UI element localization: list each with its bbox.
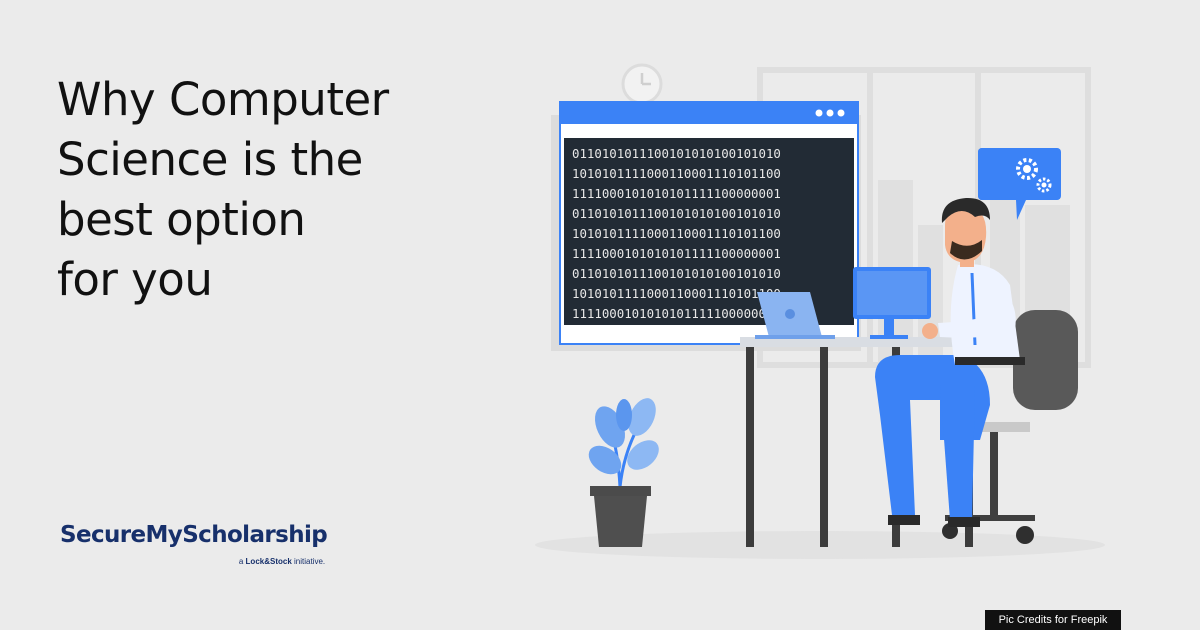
headline-line-4: for you [57,253,213,306]
binary-code: 0110101011100101010100101010 10101011110… [572,146,781,321]
binary-row: 1111000101010101111100000001 [572,186,781,201]
page-title: Why Computer Science is the best option … [57,70,389,310]
image-credits: Pic Credits for Freepik [985,610,1121,630]
brand-tagline-suffix: initiative. [291,557,326,566]
gear-icon [978,148,1061,220]
laptop-icon [755,292,835,339]
headline-line-2: Science is the [57,133,363,186]
binary-row: 1010101111000110001110101100 [572,166,781,181]
developer-illustration: 0110101011100101010100101010 10101011110… [535,63,1105,559]
monitor-icon [853,267,931,339]
brand-tagline-prefix: a [238,557,246,566]
binary-row: 1010101111000110001110101100 [572,286,781,301]
person-illustration [875,197,1025,527]
binary-row: 0110101011100101010100101010 [572,146,781,161]
brand-name: SecureMyScholarship [60,522,328,548]
clock-icon [621,63,663,105]
plant-icon [588,398,659,547]
headline-line-3: best option [57,193,306,246]
binary-row: 0110101011100101010100101010 [572,206,781,221]
headline-line-1: Why Computer [57,73,389,126]
office-chair-icon [942,310,1078,544]
binary-row: 1111000101010101111100000001 [572,246,781,261]
brand-tagline-brand: Lock&Stock [245,557,292,566]
binary-row: 0110101011100101010100101010 [572,266,781,281]
brand-tagline: a Lock&Stock initiative. [239,557,325,566]
binary-row: 1010101111000110001110101100 [572,226,781,241]
binary-row: 1111000101010101111100000001 [572,306,781,321]
brand-logo: SecureMyScholarship a Lock&Stock initiat… [60,522,328,566]
